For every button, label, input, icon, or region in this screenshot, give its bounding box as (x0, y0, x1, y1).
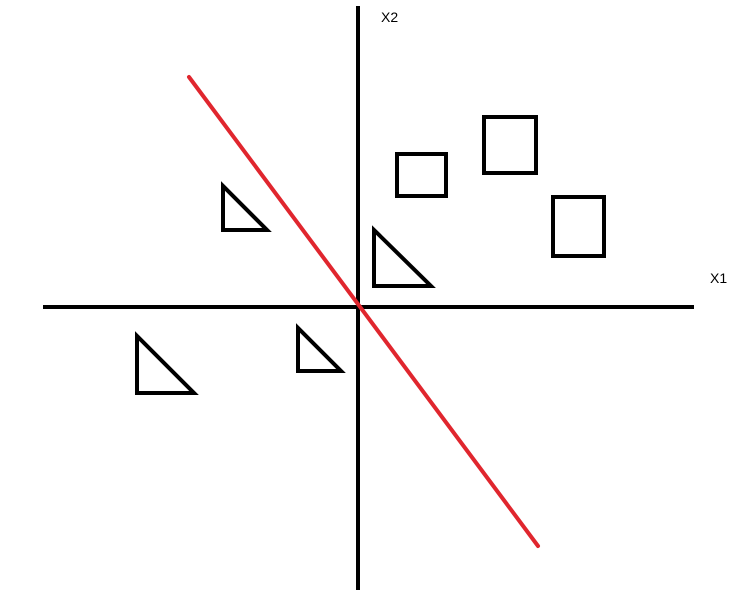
triangle-marker (221, 181, 272, 232)
triangle-marker (135, 331, 199, 395)
square-marker (395, 152, 448, 198)
triangle-marker (296, 323, 346, 373)
x2-axis-label: X2 (381, 9, 398, 25)
square-marker (482, 115, 538, 175)
triangle-marker (372, 225, 436, 288)
decision-boundary-line (187, 75, 540, 548)
x1-axis-label: X1 (710, 270, 727, 286)
square-marker (551, 195, 606, 258)
